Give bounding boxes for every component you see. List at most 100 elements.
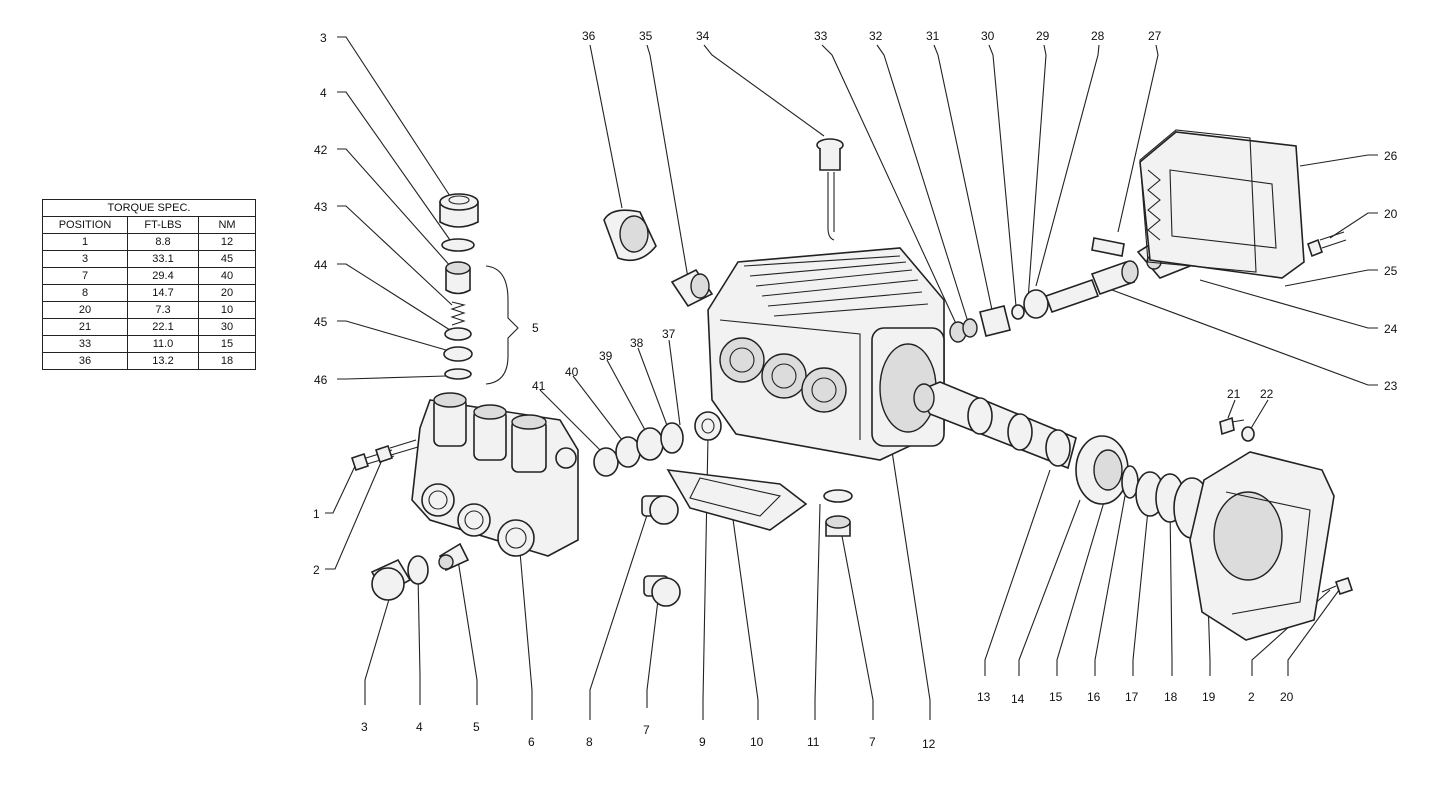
gasket-part (666, 469, 808, 531)
o-ring-part (444, 368, 472, 380)
callout-label: 11 (807, 735, 820, 749)
callout-label: 20 (1280, 690, 1294, 704)
callout-label: 33 (814, 29, 828, 43)
check-valve-part (438, 542, 470, 572)
callout-label: 8 (586, 735, 593, 749)
callout-label: 7 (643, 723, 650, 737)
callout-label: 17 (1125, 690, 1139, 704)
manifold-bolt-part (374, 439, 419, 464)
o-ring-part (823, 489, 853, 503)
crankcase-plug-part (603, 209, 657, 262)
valve-seat-part (444, 327, 472, 341)
callout-label: 13 (977, 690, 991, 704)
cell-ft-lbs: 33.1 (127, 250, 199, 268)
drain-plug-part (643, 575, 681, 607)
callout-label: 24 (1384, 322, 1398, 336)
callout-label: 14 (1011, 692, 1025, 706)
callout-label: 36 (582, 29, 596, 43)
manifold-part (411, 392, 579, 557)
callout-label: 10 (750, 735, 764, 749)
callout-label: 39 (599, 349, 613, 363)
callout-label: 23 (1384, 379, 1398, 393)
callout-label: 4 (416, 720, 423, 734)
callout-label: 3 (361, 720, 368, 734)
callout-label: 1 (313, 507, 320, 521)
cell-nm: 10 (198, 301, 256, 319)
callout-label: 31 (926, 29, 940, 43)
wrist-pin-part (1091, 237, 1125, 257)
callout-label: 37 (662, 327, 676, 341)
callout-label: 21 (1227, 387, 1241, 401)
callout-label: 16 (1087, 690, 1101, 704)
callout-label: 32 (869, 29, 883, 43)
cell-ft-lbs: 14.7 (127, 284, 199, 302)
cover-screw-part (1307, 231, 1347, 258)
callout-label: 2 (313, 563, 320, 577)
callout-label: 42 (314, 143, 328, 157)
oil-plug-part (825, 515, 851, 537)
dipstick-part (816, 138, 844, 241)
callout-labels: 3 4 42 43 44 45 46 5 1 2 3 4 5 6 8 7 9 1… (313, 29, 1398, 751)
cover-screw-part (1321, 576, 1354, 596)
callout-label: 34 (696, 29, 710, 43)
callout-label: 15 (1049, 690, 1063, 704)
callout-label: 25 (1384, 264, 1398, 278)
callout-label: 18 (1164, 690, 1178, 704)
callout-label: 45 (314, 315, 328, 329)
o-ring-part (441, 238, 475, 252)
callout-label: 44 (314, 258, 328, 272)
plug-part (370, 558, 412, 601)
cover-gasket-part (1139, 129, 1257, 273)
callout-label: 4 (320, 86, 327, 100)
seal-retainer-part (636, 427, 664, 461)
piston-guide-part (949, 289, 1049, 343)
leader-lines (325, 36, 1378, 720)
callout-label: 19 (1202, 690, 1216, 704)
cover-bolt-part (1219, 416, 1245, 436)
drain-plug-part (641, 495, 679, 525)
callout-label: 30 (981, 29, 995, 43)
o-ring-part (407, 555, 429, 585)
callout-label: 29 (1036, 29, 1050, 43)
cell-nm: 40 (198, 267, 256, 285)
cell-nm: 18 (198, 352, 256, 370)
callout-label: 27 (1148, 29, 1162, 43)
callout-label: 2 (1248, 690, 1255, 704)
callout-label: 26 (1384, 149, 1398, 163)
callout-label: 22 (1260, 387, 1274, 401)
callout-label: 28 (1091, 29, 1105, 43)
callout-label: 5 (532, 321, 539, 335)
crankcase-part (707, 247, 945, 461)
oil-seal-part (694, 411, 722, 441)
callout-label: 20 (1384, 207, 1398, 221)
callout-label: 38 (630, 336, 644, 350)
bearing-part (1075, 435, 1129, 505)
cell-ft-lbs: 13.2 (127, 352, 199, 370)
callout-label: 12 (922, 737, 936, 751)
callout-label: 40 (565, 365, 579, 379)
valve-cap-part (439, 193, 479, 228)
seal-part (660, 422, 684, 454)
crankshaft-part (913, 381, 1077, 470)
callout-label: 43 (314, 200, 328, 214)
callout-label: 6 (528, 735, 535, 749)
callout-label: 35 (639, 29, 653, 43)
rear-cover-part (1139, 131, 1305, 279)
bearing-cover-part (1189, 451, 1335, 641)
callout-label: 46 (314, 373, 328, 387)
seal-part (593, 447, 619, 477)
callout-label: 9 (699, 735, 706, 749)
valve-cage-part (445, 261, 471, 295)
valve-plate-part (443, 346, 473, 362)
plunger-rod-part (1044, 260, 1139, 314)
bushing-part (670, 268, 714, 308)
callout-label: 5 (473, 720, 480, 734)
callout-label: 7 (869, 735, 876, 749)
spring-part (450, 301, 466, 326)
